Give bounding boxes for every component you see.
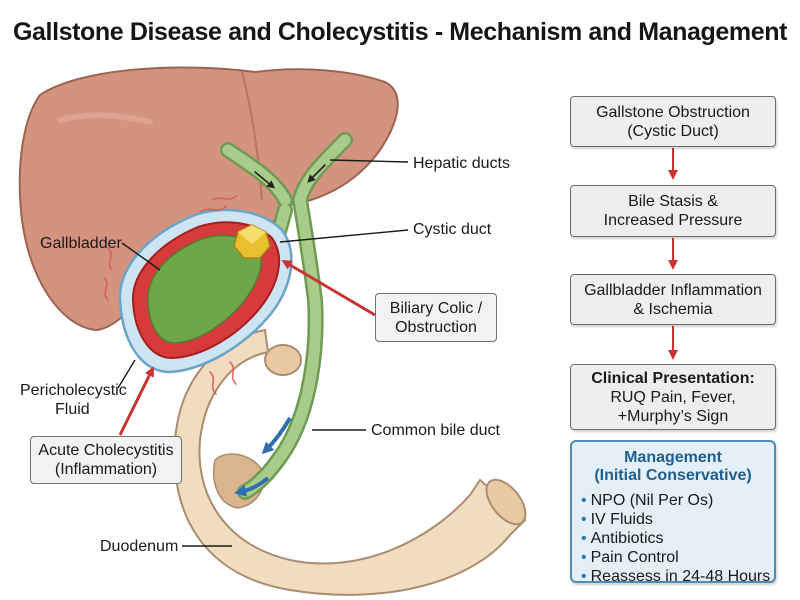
- list-item: •IV Fluids: [581, 511, 653, 528]
- label-common-bile-duct: Common bile duct: [371, 422, 501, 439]
- gallbladder: [103, 195, 293, 395]
- list-item: •Pain Control: [581, 549, 679, 566]
- bullet-icon: •: [581, 530, 587, 547]
- bullet-icon: •: [581, 549, 587, 566]
- page-title: Gallstone Disease and Cholecystitis - Me…: [12, 18, 788, 46]
- management-box: Management (Initial Conservative) •NPO (…: [570, 440, 776, 586]
- label-duodenum: Duodenum: [100, 538, 178, 555]
- list-item: •NPO (Nil Per Os): [581, 492, 714, 509]
- flow-step-clinical-presentation: Clinical Presentation: RUQ Pain, Fever, …: [570, 364, 776, 430]
- leader-lines: [117, 159, 409, 547]
- callout-acute-cholecystitis: Acute Cholecystitis (Inflammation): [30, 436, 182, 484]
- bullet-icon: •: [581, 568, 587, 585]
- label-fluid: Fluid: [55, 401, 90, 418]
- bile-ducts: [220, 132, 353, 500]
- bullet-icon: •: [581, 511, 587, 528]
- gallstone-icon: [233, 224, 271, 259]
- flow-step-bile-stasis: Bile Stasis & Increased Pressure: [570, 185, 776, 237]
- list-item: •Antibiotics: [581, 530, 664, 547]
- flow-step-inflammation: Gallbladder Inflammation & Ischemia: [570, 274, 776, 325]
- duodenum: [173, 328, 527, 596]
- red-arrow-icon: [281, 259, 376, 317]
- label-pericholecystic: Pericholecystic: [20, 382, 127, 399]
- label-cystic-duct: Cystic duct: [413, 221, 492, 238]
- bile-flow-arrow: [234, 476, 270, 497]
- management-list: •NPO (Nil Per Os) •IV Fluids •Antibiotic…: [572, 491, 774, 586]
- red-arrow-icon: [118, 366, 154, 436]
- label-gallbladder: Gallbladder: [40, 235, 123, 252]
- label-hepatic-ducts: Hepatic ducts: [413, 155, 510, 172]
- management-title: Management (Initial Conservative): [594, 449, 752, 484]
- callout-biliary-colic: Biliary Colic / Obstruction: [375, 293, 497, 342]
- list-item: •Reassess in 24-48 Hours: [581, 568, 771, 585]
- bile-flow-arrow: [261, 417, 292, 455]
- bullet-icon: •: [581, 492, 587, 509]
- flow-step-gallstone-obstruction: Gallstone Obstruction (Cystic Duct): [570, 96, 776, 147]
